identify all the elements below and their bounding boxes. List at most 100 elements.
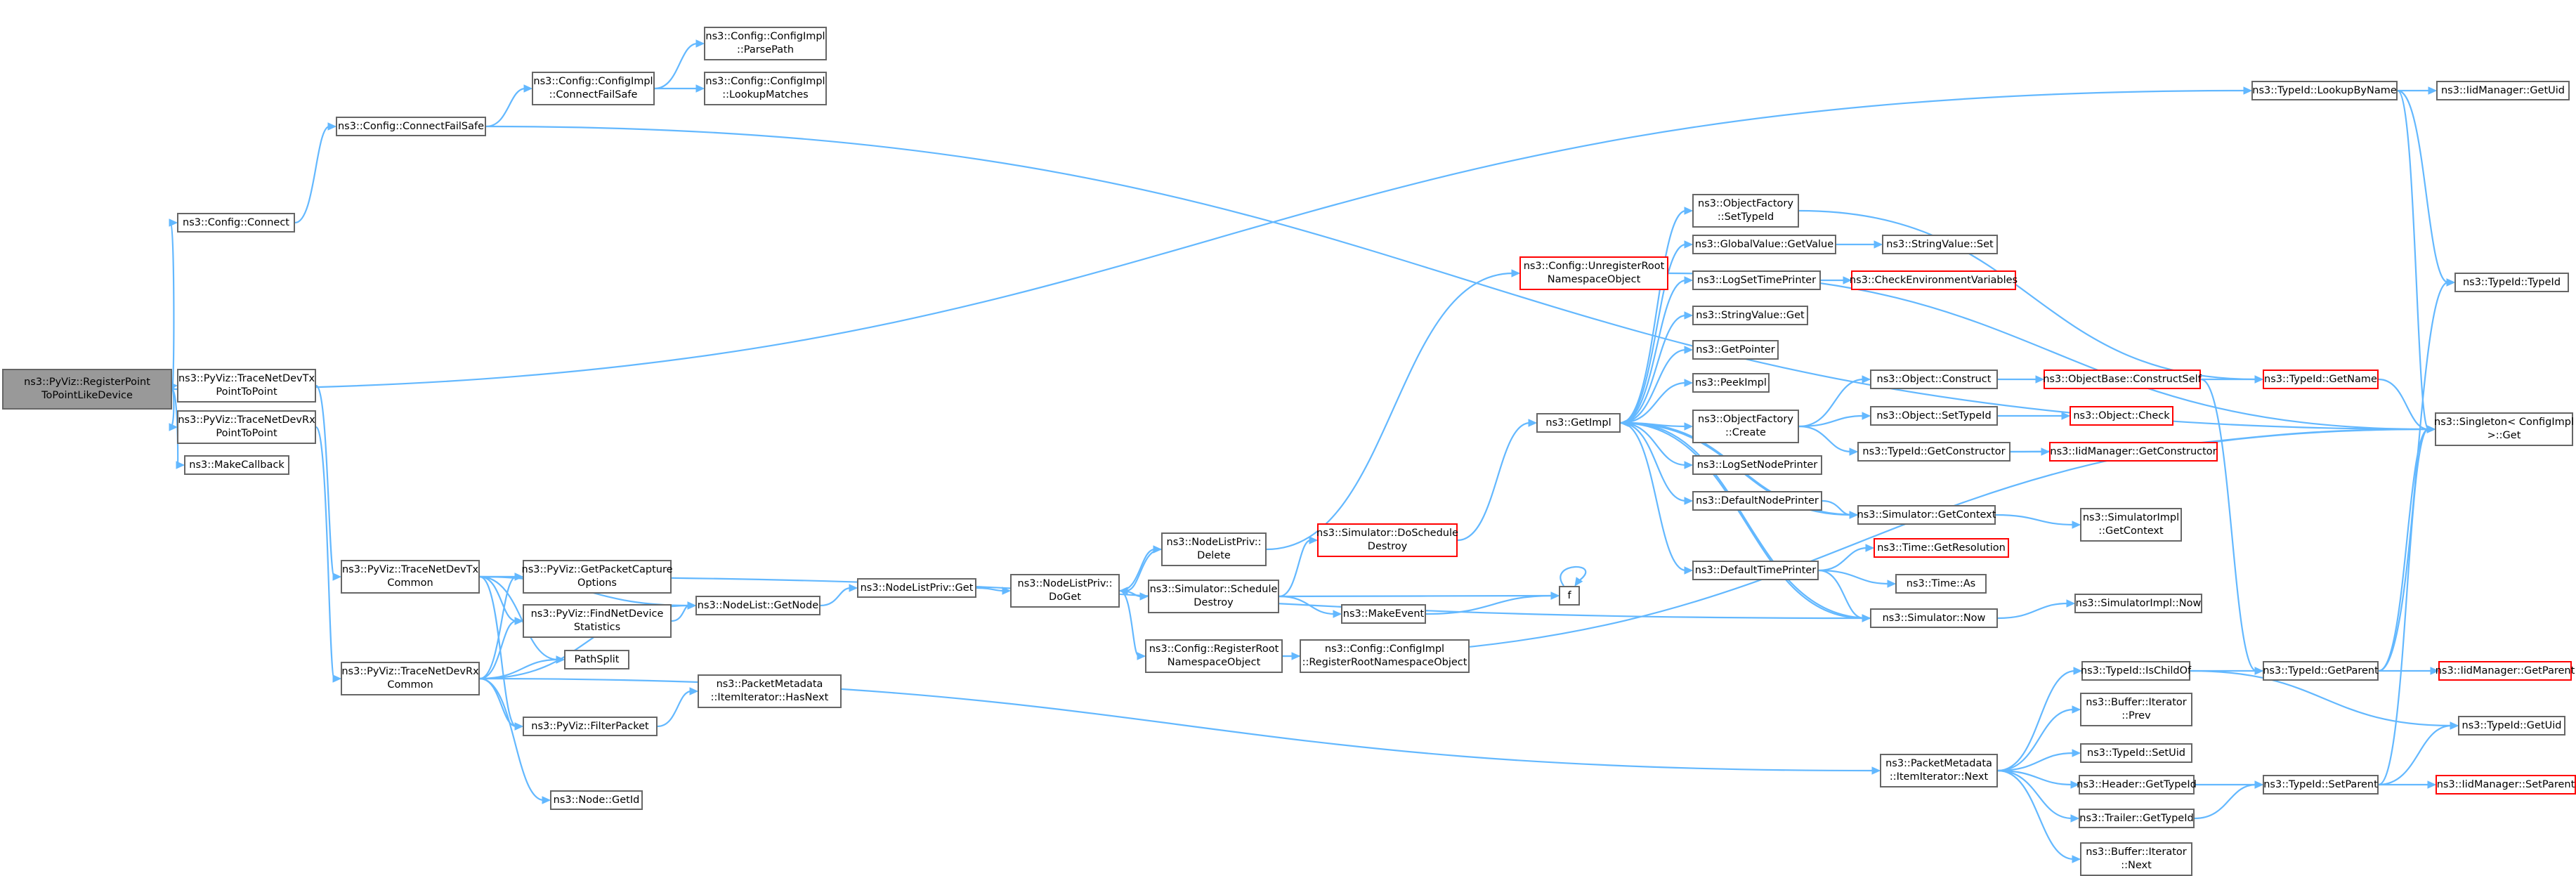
node-deftime[interactable]: ns3::DefaultTimePrinter [1692,561,1819,580]
node-rx_p2p[interactable]: ns3::PyViz::TraceNetDevRx PointToPoint [177,410,316,444]
call-edge-of_settypeid-to-tid_getname [1798,209,2264,384]
call-edge-rx_common-to-node_getid [479,677,551,804]
node-tid_getctor[interactable]: ns3::TypeId::GetConstructor [1857,442,2011,462]
node-of_settypeid[interactable]: ns3::ObjectFactory ::SetTypeId [1692,194,1799,228]
node-logsetnode[interactable]: ns3::LogSetNodePrinter [1692,455,1822,475]
node-time_as[interactable]: ns3::Time::As [1895,574,1987,594]
node-gpco[interactable]: ns3::PyViz::GetPacketCapture Options [522,560,673,594]
call-edge-rx_common-to-filter [479,677,524,731]
node-of_create[interactable]: ns3::ObjectFactory ::Create [1692,410,1799,443]
call-edge-getimpl-to-logsetnode [1620,421,1694,469]
call-edge-impl_cfs-to-impl_lookup [655,84,705,93]
node-node_getid[interactable]: ns3::Node::GetId [550,790,643,810]
node-tid_setuid[interactable]: ns3::TypeId::SetUid [2080,743,2192,763]
call-edge-deftime-to-sim_now [1818,569,1871,622]
call-edge-cfg_unreg-to-singleton [1668,272,2436,433]
node-root: ns3::PyViz::RegisterPoint ToPointLikeDev… [2,369,172,410]
node-hdr_gettid[interactable]: ns3::Header::GetTypeId [2077,775,2197,795]
node-f[interactable]: f [1559,586,1580,606]
call-edge-sim_now-to-simimpl_now [1997,599,2076,620]
node-impl_lookup[interactable]: ns3::Config::ConfigImpl ::LookupMatches [704,72,827,105]
call-edge-nl_getnode-to-nlp_get [820,584,858,607]
node-sim_now[interactable]: ns3::Simulator::Now [1870,608,1998,628]
node-defnode[interactable]: ns3::DefaultNodePrinter [1692,491,1822,511]
call-edge-getimpl-to-peekimpl [1620,379,1694,424]
call-edge-pm_next-to-tid_setuid [1997,749,2081,772]
call-edge-nlp_get-to-nlp_doget [976,587,1012,595]
call-edge-pm_next-to-tid_ischildof [1997,667,2083,772]
call-edge-impl_cfs-to-impl_parse [654,39,705,90]
node-tx_common[interactable]: ns3::PyViz::TraceNetDevTx Common [341,560,480,594]
node-buf_prev[interactable]: ns3::Buffer::Iterator ::Prev [2080,693,2192,726]
call-edge-sim_now-to-getimpl [1619,419,1871,620]
node-nlp_get[interactable]: ns3::NodeListPriv::Get [857,578,976,598]
node-makeevent[interactable]: ns3::MakeEvent [1341,604,1426,624]
node-tx_p2p[interactable]: ns3::PyViz::TraceNetDevTx PointToPoint [177,369,316,403]
node-rx_common[interactable]: ns3::PyViz::TraceNetDevRx Common [341,662,480,695]
node-impl_parse[interactable]: ns3::Config::ConfigImpl ::ParsePath [704,27,827,60]
node-iidm_getctor[interactable]: ns3::IidManager::GetConstructor [2049,442,2218,462]
call-edge-sim_dosched_destroy-to-getimpl [1457,419,1538,542]
call-edge-getimpl-to-deftime [1620,421,1694,575]
node-gv_getvalue[interactable]: ns3::GlobalValue::GetValue [1692,235,1836,254]
call-edge-of_create-to-obj_construct [1798,375,1871,428]
node-cfg_cfs[interactable]: ns3::Config::ConnectFailSafe [336,117,486,136]
node-obj_settypeid[interactable]: ns3::Object::SetTypeId [1870,406,1998,426]
node-trl_gettid[interactable]: ns3::Trailer::GetTypeId [2079,809,2195,828]
node-singleton[interactable]: ns3::Singleton< ConfigImpl >::Get [2434,412,2574,446]
call-edge-getimpl-to-sim_now [1620,421,1871,622]
node-pm_hasnext[interactable]: ns3::PacketMetadata ::ItemIterator::HasN… [698,674,842,708]
node-ob_constructself[interactable]: ns3::ObjectBase::ConstructSelf [2043,370,2202,389]
call-edge-tid_setparent-to-tid_getuid [2378,721,2459,786]
node-sim_sched_destroy[interactable]: ns3::Simulator::Schedule Destroy [1148,580,1279,613]
node-impl_cfs[interactable]: ns3::Config::ConfigImpl ::ConnectFailSaf… [532,72,655,105]
call-edge-tid_setparent-to-singleton [2378,425,2436,786]
node-fnds[interactable]: ns3::PyViz::FindNetDevice Statistics [523,604,672,638]
node-simimpl_now[interactable]: ns3::SimulatorImpl::Now [2074,594,2202,613]
node-simimpl_getctx[interactable]: ns3::SimulatorImpl ::GetContext [2080,508,2182,542]
node-sv_set[interactable]: ns3::StringValue::Set [1882,235,1998,254]
call-edge-root-to-cfg_connect [169,218,178,391]
node-filter[interactable]: ns3::PyViz::FilterPacket [523,717,658,736]
node-buf_next[interactable]: ns3::Buffer::Iterator ::Next [2080,842,2192,876]
node-tid_lookup[interactable]: ns3::TypeId::LookupByName [2251,81,2398,100]
node-tid_setparent[interactable]: ns3::TypeId::SetParent [2263,775,2379,795]
call-edge-getimpl-to-getpointer [1620,346,1694,424]
node-pathsplit[interactable]: PathSplit [564,650,629,669]
node-makecb[interactable]: ns3::MakeCallback [184,455,289,475]
node-sim_dosched_destroy[interactable]: ns3::Simulator::DoSchedule Destroy [1316,523,1458,557]
node-tid_getname[interactable]: ns3::TypeId::GetName [2263,370,2379,389]
node-cfg_unreg[interactable]: ns3::Config::UnregisterRoot NamespaceObj… [1519,256,1668,290]
node-sv_get[interactable]: ns3::StringValue::Get [1692,306,1808,325]
node-iidm_getparent[interactable]: ns3::IidManager::GetParent [2436,661,2575,681]
node-nlp_doget[interactable]: ns3::NodeListPriv:: DoGet [1010,574,1120,608]
node-obj_check[interactable]: ns3::Object::Check [2070,406,2173,426]
node-tid_getparent[interactable]: ns3::TypeId::GetParent [2263,661,2379,681]
node-impl_regroot[interactable]: ns3::Config::ConfigImpl ::RegisterRootNa… [1300,639,1470,673]
node-pm_next[interactable]: ns3::PacketMetadata ::ItemIterator::Next [1880,754,1998,787]
node-getpointer[interactable]: ns3::GetPointer [1692,340,1779,360]
call-edge-tx_common-to-fnds [479,575,524,625]
node-cfg_regroot[interactable]: ns3::Config::RegisterRoot NamespaceObjec… [1145,639,1283,673]
call-edge-tx_p2p-to-tx_common [315,384,342,581]
node-tid_typeid[interactable]: ns3::TypeId::TypeId [2454,273,2569,292]
call-edge-tid_lookup-to-iidm_getuid [2397,86,2438,95]
node-obj_construct[interactable]: ns3::Object::Construct [1870,370,1998,389]
call-edge-cfg_cfs-to-impl_cfs [485,84,533,128]
node-logsettime[interactable]: ns3::LogSetTimePrinter [1692,270,1821,290]
node-cfg_connect[interactable]: ns3::Config::Connect [177,213,295,233]
call-edge-gv_getvalue-to-sv_set [1836,240,1883,249]
node-getimpl[interactable]: ns3::GetImpl [1536,413,1621,433]
node-checkenv[interactable]: ns3::CheckEnvironmentVariables [1850,270,2018,290]
node-iidm_setparent[interactable]: ns3::IidManager::SetParent [2436,775,2576,795]
call-edge-root-to-tid_lookup [171,86,2253,391]
node-nl_getnode[interactable]: ns3::NodeList::GetNode [695,596,820,615]
node-sim_getctx[interactable]: ns3::Simulator::GetContext [1857,505,1996,525]
call-edge-pm_next-to-hdr_gettid [1997,769,2080,789]
node-tid_getuid[interactable]: ns3::TypeId::GetUid [2458,716,2565,736]
node-time_getres[interactable]: ns3::Time::GetResolution [1874,538,2009,558]
node-tid_ischildof[interactable]: ns3::TypeId::IsChildOf [2081,661,2191,681]
node-iidm_getuid[interactable]: ns3::IidManager::GetUid [2436,81,2570,100]
node-peekimpl[interactable]: ns3::PeekImpl [1692,373,1770,393]
node-nlp_delete[interactable]: ns3::NodeListPriv:: Delete [1161,532,1267,566]
